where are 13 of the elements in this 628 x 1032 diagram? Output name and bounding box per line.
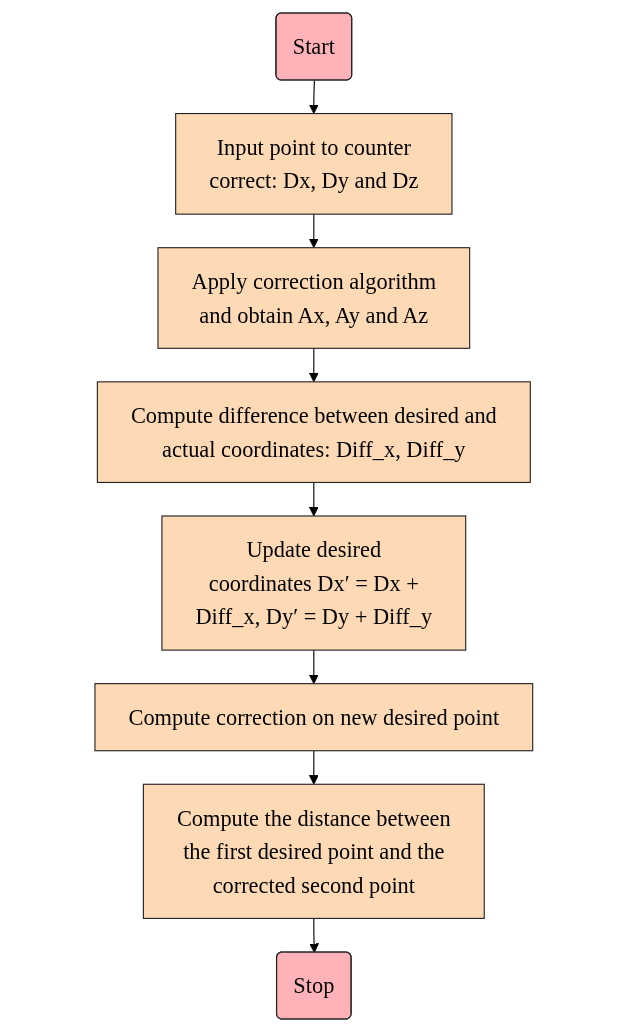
arrow	[309, 481, 319, 517]
arrow	[309, 649, 319, 685]
arrow	[309, 917, 320, 953]
node-box: Update desired coordinates Dx′ = Dx + Diff_x, Dy′ = Dy + Diff_y	[161, 515, 467, 651]
arrow	[309, 213, 319, 249]
node-box: Input point to counter correct: Dx, Dy and Dz	[175, 113, 453, 215]
node-box: Compute the distance between the first desired point and the corrected second point	[143, 783, 485, 919]
node-box: Compute correction on new desired point	[94, 683, 534, 752]
arrow	[309, 750, 319, 785]
node-box: Apply correction algorithm and obtain Ax, Ay and Az	[157, 247, 471, 349]
node-box: Compute difference between desired and actual coordinates: Diff_x, Diff_y	[96, 381, 531, 483]
arrow	[309, 347, 319, 383]
arrow	[309, 80, 319, 114]
